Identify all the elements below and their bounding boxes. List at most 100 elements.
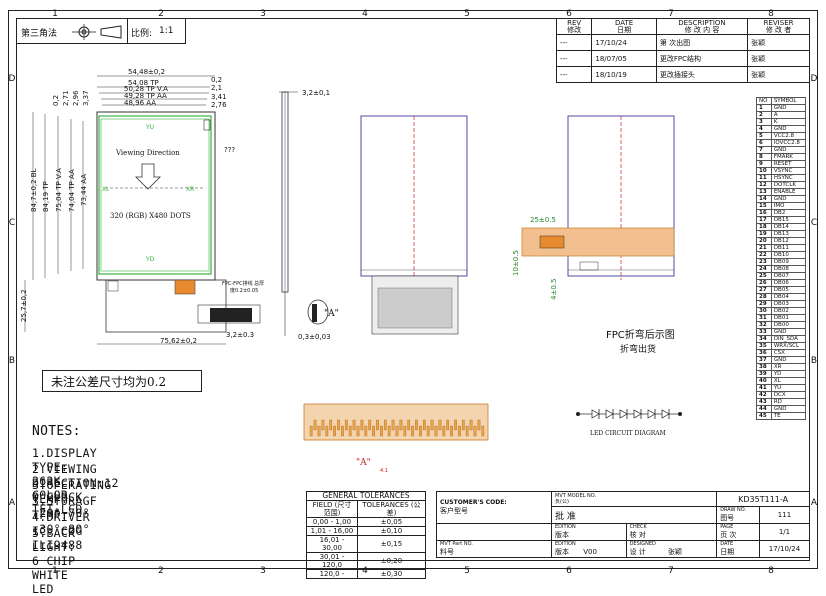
- connector-pin: [341, 425, 344, 437]
- date-en: DATE: [720, 541, 734, 547]
- pin-no-header: NO: [756, 97, 772, 105]
- pin-number: 16: [756, 209, 772, 217]
- check-en: CHECK: [629, 524, 647, 530]
- column-marker-top: 4: [362, 9, 368, 19]
- connector-pin: [348, 425, 352, 437]
- question-label: ???: [224, 146, 236, 154]
- connector-pin: [399, 419, 403, 431]
- pin-number: 22: [756, 251, 772, 259]
- led-diode-icon: [605, 409, 614, 419]
- pin-symbol: DB03: [770, 300, 807, 308]
- pin-number: 7: [756, 146, 772, 154]
- pin-number: 15: [756, 202, 772, 210]
- connector-pin: [383, 419, 387, 431]
- revision-desc: 更改FPC结构: [655, 50, 749, 67]
- column-marker-bottom: 5: [464, 566, 470, 576]
- tolerance-row: 1,01 - 16,00±0,10: [306, 526, 427, 536]
- part-no-cn: 料号: [440, 548, 454, 556]
- front-dim-vertical-1: 84,19 TP: [42, 181, 50, 212]
- designer-name: 张颖: [668, 548, 683, 556]
- front-dim-left-0: 0,2: [52, 94, 60, 106]
- projection-label: 第三角法: [21, 29, 58, 39]
- pin-number: 4: [756, 125, 772, 133]
- connector-pin: [434, 425, 438, 437]
- front-dim-vertical-2: 75,04 TP V.A: [55, 168, 63, 212]
- pin-number: 25: [756, 272, 772, 280]
- general-tolerances-table: GENERAL TOLERANCES FIELD (尺寸范围) TOLERANC…: [306, 491, 427, 579]
- column-marker-top: 1: [52, 9, 58, 19]
- revision-rev: ---: [555, 66, 593, 83]
- connector-pin: [352, 419, 356, 431]
- tolerance-row: 0,00 - 1,00±0,05: [306, 517, 427, 527]
- pin-symbol: DB07: [770, 272, 807, 280]
- revision-rev: ---: [555, 50, 593, 67]
- pin-number: 37: [756, 356, 772, 364]
- connector-pin: [473, 425, 477, 437]
- design-cn: 设 计: [629, 548, 646, 556]
- column-marker-bottom: 3: [260, 566, 266, 576]
- connector-pin: [309, 425, 313, 437]
- pin-symbol: XL: [770, 377, 807, 385]
- drawing-no-cn: 图号: [720, 514, 735, 522]
- pin-symbol: TE: [770, 412, 807, 420]
- pin-symbol: RD: [770, 398, 807, 406]
- front-dim-right-1: 2,1: [211, 84, 223, 92]
- connector-pin: [407, 419, 411, 431]
- front-dim-top-2: 50,28 TP V.A: [124, 85, 168, 93]
- tolerance-field: 1,01 - 16,00: [306, 526, 358, 536]
- connector-pin: [325, 425, 329, 437]
- front-dim-top-0: 54,48±0,2: [128, 68, 166, 76]
- connector-pin: [458, 425, 461, 437]
- pin-symbol: YU: [770, 384, 807, 392]
- pin-number: 40: [756, 377, 772, 385]
- connector-pin: [438, 419, 442, 431]
- pin-number: 44: [756, 405, 772, 413]
- led-diode-icon: [633, 409, 642, 419]
- connector-pin: [442, 425, 446, 437]
- led-diode-icon: [647, 409, 656, 419]
- front-dim-left-1: 2,71: [62, 90, 70, 106]
- pin-number: 23: [756, 258, 772, 266]
- side-view: [279, 91, 329, 336]
- tolerance-value: ±0,05: [356, 517, 427, 527]
- fpc-note-2: 度0.2±0.05: [230, 288, 259, 294]
- scale-value: 1:1: [159, 26, 174, 36]
- connector-pin: [391, 419, 395, 431]
- connector-pin: [368, 419, 372, 431]
- revision-header: REV 修改: [555, 18, 593, 35]
- pin-number: 42: [756, 391, 772, 399]
- pin-symbol: DB01: [770, 314, 807, 322]
- tolerance-value: ±0,10: [356, 526, 427, 536]
- tolerance-field: 30,01 - 120,0: [306, 552, 358, 570]
- tolerance-field: 16,01 - 30,00: [306, 535, 358, 553]
- marker-xr: XR: [186, 186, 195, 193]
- connector-pin: [465, 425, 469, 437]
- pin-symbol: DB00: [770, 321, 807, 329]
- connector-pin: [426, 425, 430, 437]
- note-item: 3.STORAGF TFMP: -30°~80°: [32, 494, 98, 536]
- front-dim-top-4: 48,96 AA: [124, 99, 157, 107]
- connector-pin: [372, 425, 375, 437]
- page-value: 1/1: [758, 523, 811, 541]
- pin-symbol-header: SYMBOL: [770, 97, 807, 105]
- date-value: 17/10/24: [758, 540, 811, 558]
- front-dim-vertical-4: 73,44 AA: [80, 173, 88, 206]
- customer-code-en: CUSTOMER'S CODE:: [440, 498, 507, 506]
- back-view: [360, 115, 468, 335]
- row-marker-right: A: [810, 498, 818, 508]
- revision-rev: ---: [555, 34, 593, 51]
